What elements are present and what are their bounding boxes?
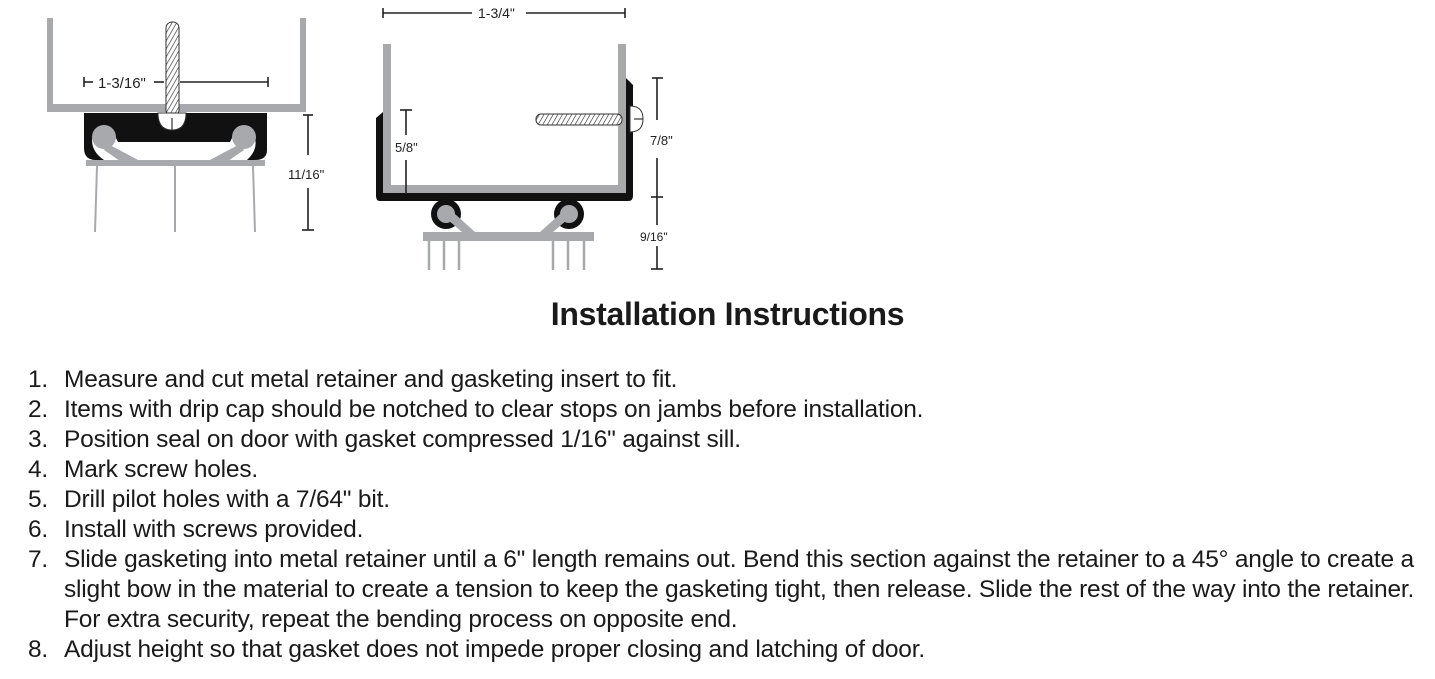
- step-item: 6.Install with screws provided.: [28, 516, 364, 543]
- step-item: 1.Measure and cut metal retainer and gas…: [28, 366, 678, 393]
- step-item: 4.Mark screw holes.: [28, 456, 259, 483]
- gasket-bulb: [92, 125, 116, 149]
- sweep-base: [86, 160, 265, 166]
- overall-width-dimension: [382, 8, 626, 18]
- step-item: 3.Position seal on door with gasket comp…: [28, 426, 741, 453]
- screw-icon: [165, 21, 180, 117]
- left-cross-section-diagram: 1-3/16" 11/16": [47, 18, 325, 233]
- step-item: 8.Adjust height so that gasket does not …: [28, 636, 925, 663]
- inner-height-label: 5/8": [395, 140, 418, 155]
- width-dimension-label: 1-3/16": [98, 75, 146, 92]
- installation-steps: 1.Measure and cut metal retainer and gas…: [28, 365, 1434, 665]
- retainer: [84, 113, 267, 160]
- upper-height-label: 7/8": [650, 133, 673, 148]
- lower-height-dimension: [651, 246, 663, 270]
- step-item: 5.Drill pilot holes with a 7/64" bit.: [28, 486, 390, 513]
- lower-height-label: 9/16": [640, 230, 668, 244]
- width-dimension: [83, 77, 269, 87]
- inner-height-dimension: [400, 109, 412, 194]
- height-dimension-label: 11/16": [288, 167, 325, 182]
- sweep-bristles: [94, 165, 256, 233]
- height-dimension: [302, 114, 314, 231]
- screw-icon: [535, 113, 623, 126]
- upper-height-dimension: [651, 77, 663, 225]
- sweep-bristles: [427, 241, 586, 270]
- right-cross-section-diagram: 1-3/4" 5/8" 7/8" 9/16": [376, 5, 673, 270]
- page-title: Installation Instructions: [550, 296, 905, 332]
- overall-width-label: 1-3/4": [478, 5, 515, 21]
- installation-diagrams: 1-3/16" 11/16" 1-3/4" 5/8" 7/8": [47, 5, 673, 270]
- step-item: 2.Items with drip cap should be notched …: [28, 396, 924, 423]
- sweep-base: [423, 232, 594, 241]
- step-item: 7.Slide gasketing into metal retainer un…: [28, 546, 1415, 633]
- gasket-bulb: [232, 125, 256, 149]
